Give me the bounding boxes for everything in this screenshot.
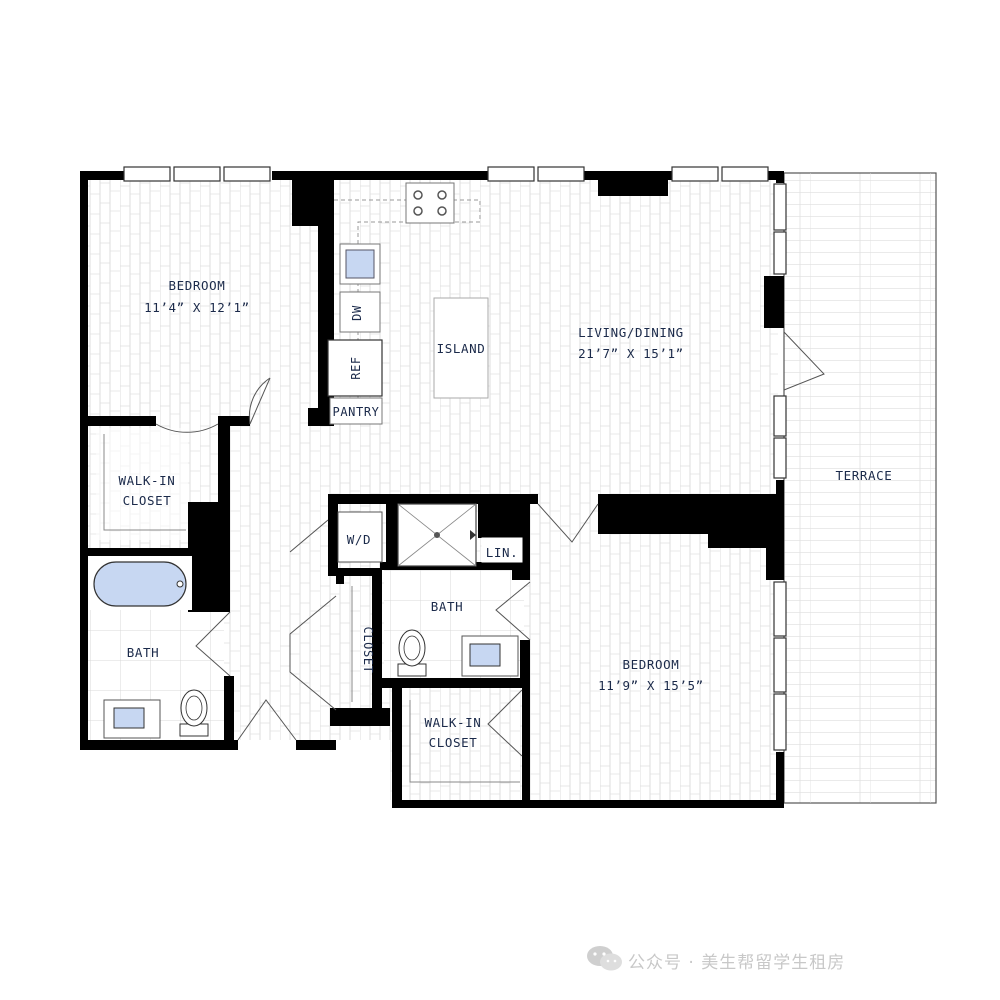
bedroom-2-name: BEDROOM [623,657,680,672]
bath-1-toilet-icon [179,689,209,737]
refrigerator-icon [327,339,383,397]
bath-1-label: BATH [127,645,160,660]
closet-rods [103,434,520,783]
closet-label: CLOSET [361,627,375,674]
bathtub-icon [93,561,187,607]
bath-2-label: BATH [431,599,464,614]
wd-label: W/D [347,532,371,547]
linen-closet [481,537,523,563]
walls [80,171,784,808]
living-name: LIVING/DINING [578,325,684,340]
walkin-2-line1: WALK-IN [425,715,482,730]
bath-2-fixtures [397,629,519,677]
door-swings [155,331,825,757]
walkin-1-line2: CLOSET [123,493,172,508]
island-counter [433,297,489,399]
walkin-2-line2: CLOSET [429,735,478,750]
cooktop-icon [413,190,447,216]
island-label: ISLAND [437,341,486,356]
bedroom-1-dims: 11’4” X 12’1” [144,300,250,315]
bath-1-fixtures [88,556,209,739]
washer-dryer-icon [337,511,383,563]
bath-2-toilet-icon [397,629,427,677]
shower-drain-icon [434,532,440,538]
living-dims: 21’7” X 15’1” [578,346,684,361]
walkin-1-line1: WALK-IN [119,473,176,488]
watermark-text: 公众号 · 美生帮留学生租房 [628,953,846,973]
bedroom-2-dims: 11’9” X 15’5” [598,678,704,693]
dw-label: DW [350,305,364,321]
bath-2-sink-icon [469,643,501,667]
bath-1-sink-icon [113,707,145,729]
room-labels: BEDROOM 11’4” X 12’1” LIVING/DINING 21’7… [119,278,893,750]
terrace-area [783,172,937,804]
wechat-icon [587,946,622,971]
bedroom-1-name: BEDROOM [169,278,226,293]
terrace-label: TERRACE [836,468,893,483]
pantry-label: PANTRY [333,405,380,419]
ref-label: REF [349,356,363,379]
kitchen-sink-icon [345,249,375,279]
kitchen [327,182,489,425]
shower [397,503,477,567]
windows [123,166,787,751]
lin-label: LIN. [486,545,519,560]
